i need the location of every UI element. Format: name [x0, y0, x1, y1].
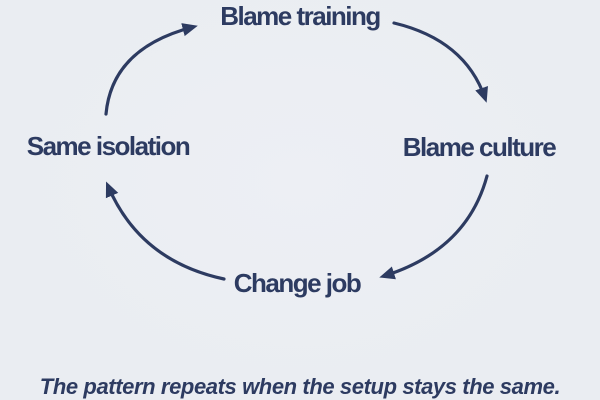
- arrow-training-to-culture-icon: [392, 21, 488, 103]
- arrow-isolation-to-training-icon: [104, 23, 198, 116]
- node-same-isolation: Same isolation: [26, 131, 191, 161]
- node-blame-training: Blame training: [220, 1, 381, 31]
- arrow-changejob-to-isolation-icon: [105, 181, 226, 281]
- arrow-culture-to-changejob-icon: [379, 174, 489, 280]
- node-change-job: Change job: [233, 268, 362, 298]
- node-blame-culture: Blame culture: [402, 132, 557, 162]
- diagram-caption: The pattern repeats when the setup stays…: [39, 374, 561, 399]
